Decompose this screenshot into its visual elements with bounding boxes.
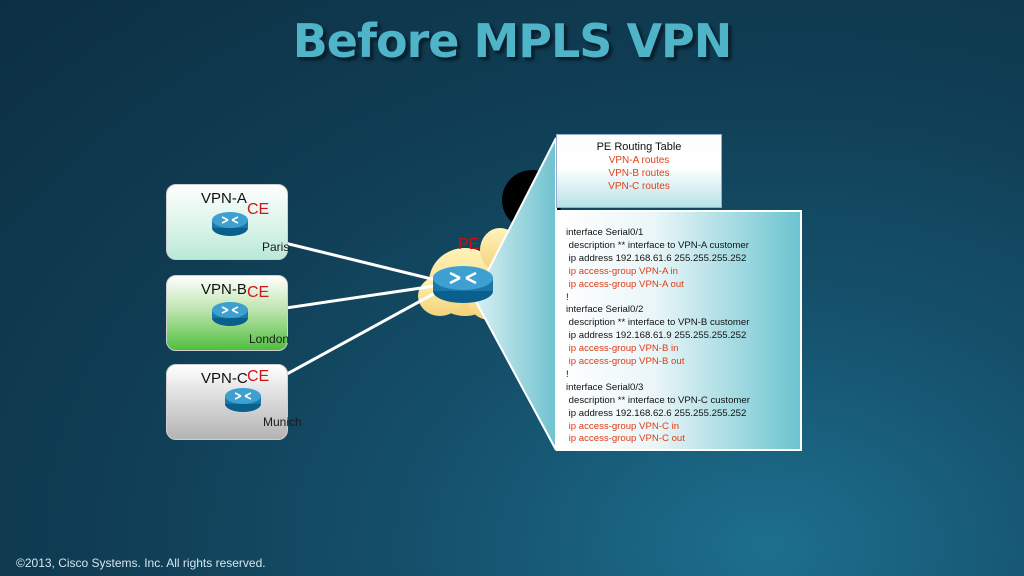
routing-table-row: VPN-C routes bbox=[608, 181, 670, 192]
ce-router-icon bbox=[212, 212, 248, 236]
routing-table-title: PE Routing Table bbox=[596, 141, 682, 153]
city-label: London bbox=[249, 332, 290, 346]
interface-config-panel: interface Serial0/1 description ** inter… bbox=[556, 210, 802, 451]
vpn-label: VPN-C bbox=[201, 370, 248, 387]
ce-router-icon bbox=[225, 388, 261, 412]
config-line: ! bbox=[566, 291, 569, 303]
ce-label: CE bbox=[247, 201, 270, 218]
vpn-label: VPN-A bbox=[201, 190, 247, 207]
site-vpn-c: VPN-C CE Munich bbox=[166, 364, 302, 440]
config-line: ip address 192.168.62.6 255.255.255.252 bbox=[566, 407, 747, 419]
vpn-label: VPN-B bbox=[201, 281, 247, 298]
city-label: Munich bbox=[263, 415, 302, 429]
ce-router-icon bbox=[212, 302, 248, 326]
config-line: interface Serial0/1 bbox=[566, 227, 644, 238]
ce-label: CE bbox=[247, 284, 270, 301]
config-line: ip access-group VPN-A in bbox=[566, 265, 678, 277]
config-line: ip access-group VPN-B in bbox=[566, 343, 679, 355]
config-line: ip address 192.168.61.9 255.255.255.252 bbox=[566, 330, 747, 342]
config-line: ! bbox=[566, 368, 569, 380]
routing-table-row: VPN-B routes bbox=[608, 168, 670, 179]
config-line: interface Serial0/2 bbox=[566, 304, 644, 316]
pe-router-icon bbox=[433, 266, 493, 303]
config-line: description ** interface to VPN-C custom… bbox=[566, 394, 750, 406]
config-line: ip access-group VPN-C in bbox=[566, 420, 680, 432]
config-line: description ** interface to VPN-A custom… bbox=[566, 239, 749, 251]
pe-routing-table-panel: PE Routing Table VPN-A routes VPN-B rout… bbox=[556, 134, 722, 208]
site-vpn-b: VPN-B CE London bbox=[166, 275, 290, 351]
slide-title: Before MPLS VPN bbox=[292, 14, 733, 68]
city-label: Paris bbox=[262, 240, 290, 254]
config-line: description ** interface to VPN-B custom… bbox=[566, 317, 750, 329]
site-vpn-a: VPN-A CE Paris bbox=[166, 184, 290, 260]
config-line: ip address 192.168.61.6 255.255.255.252 bbox=[566, 252, 747, 264]
ce-label: CE bbox=[247, 368, 270, 385]
config-line: ip access-group VPN-C out bbox=[566, 433, 685, 445]
routing-table-row: VPN-A routes bbox=[608, 155, 670, 166]
config-line: ip access-group VPN-B out bbox=[566, 356, 685, 367]
config-line: interface Serial0/3 bbox=[566, 381, 644, 393]
pe-label: PE bbox=[458, 236, 480, 253]
copyright-text: ©2013, Cisco Systems. Inc. All rights re… bbox=[16, 556, 266, 570]
config-line: ip access-group VPN-A out bbox=[566, 278, 684, 290]
